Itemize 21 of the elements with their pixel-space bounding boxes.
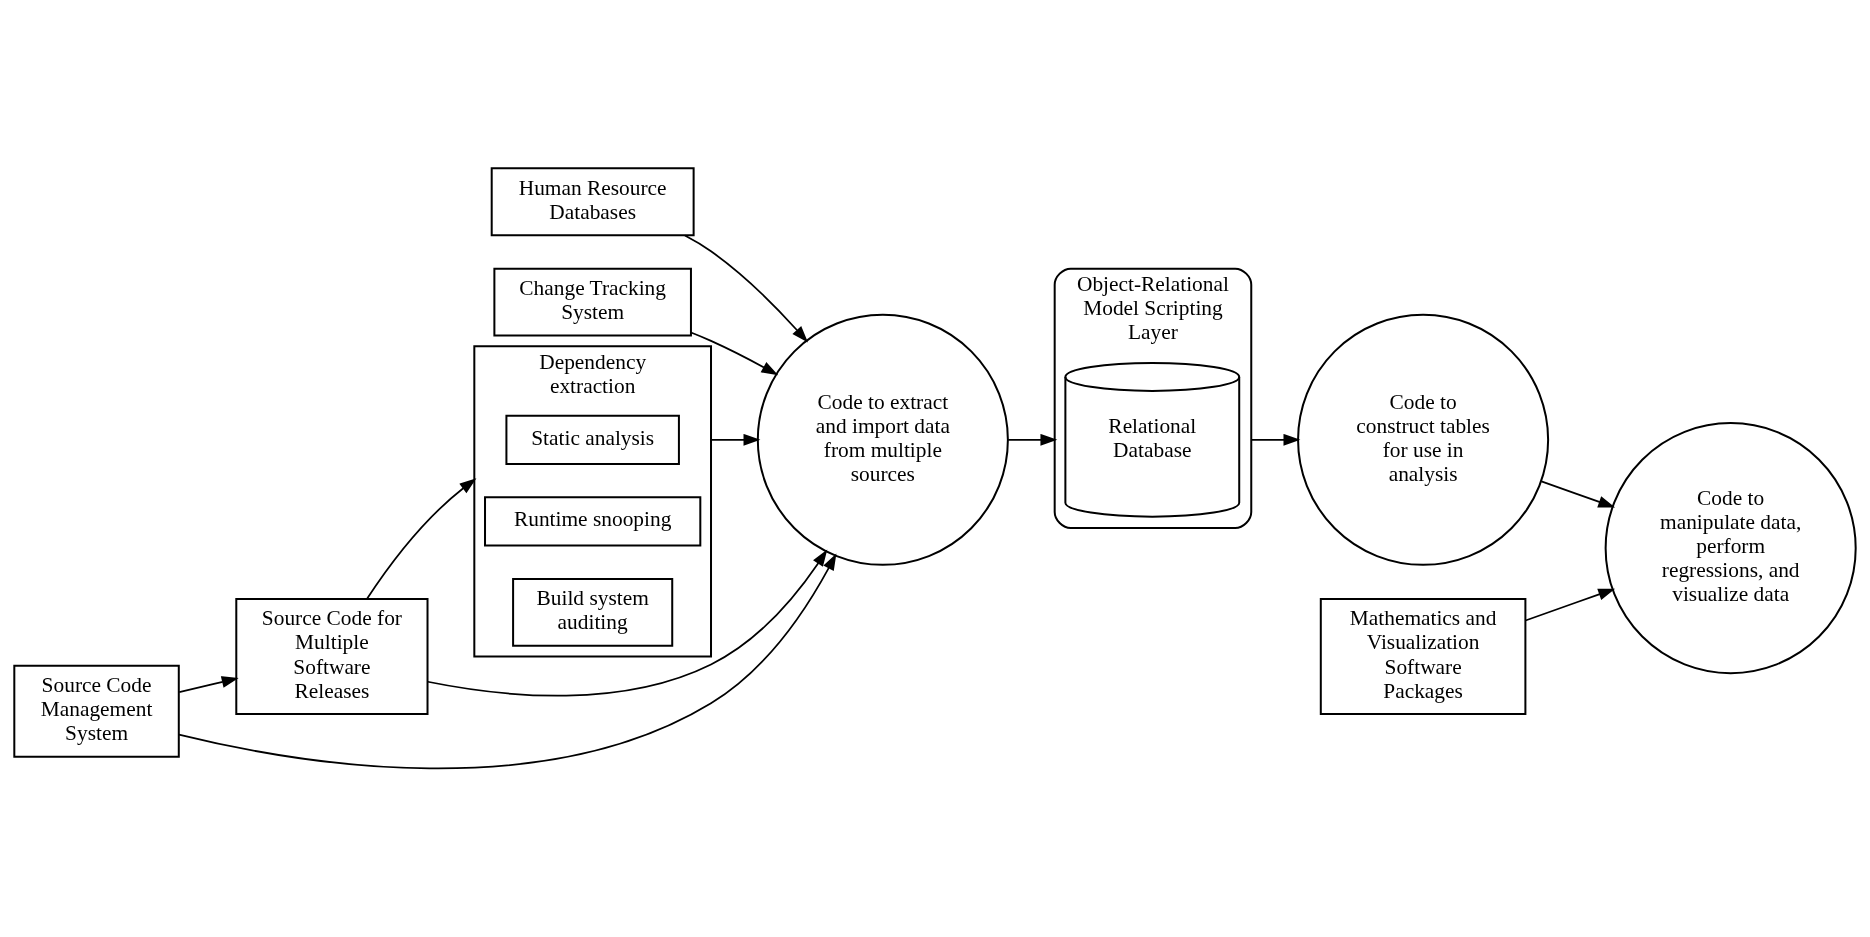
node-box: Static analysis <box>505 414 680 465</box>
node-box: Runtime snooping <box>484 496 702 547</box>
arrow <box>366 478 477 600</box>
node-box: Source Code Management System <box>13 664 180 758</box>
arrow <box>1524 588 1616 622</box>
node-box: Build system auditing <box>512 577 674 647</box>
node-box: Human Resource Databases <box>490 167 695 237</box>
arrow <box>178 676 239 693</box>
arrow <box>1540 480 1616 508</box>
node-box: Change Tracking System <box>493 267 692 337</box>
node-circle: Code to construct tables for use in analysis <box>1297 313 1550 566</box>
node-box: Source Code for Multiple Software Releases <box>235 597 429 715</box>
node-circle: Code to manipulate data, perform regressions, and visualize data <box>1604 422 1857 675</box>
arrow <box>426 549 828 697</box>
arrow <box>178 553 837 770</box>
arrow <box>690 331 779 376</box>
arrow <box>710 433 761 446</box>
node-box: Mathematics and Visualization Software Packages <box>1319 597 1527 715</box>
arrow <box>1007 433 1058 446</box>
arrow <box>684 234 809 343</box>
arrow <box>1250 433 1301 446</box>
